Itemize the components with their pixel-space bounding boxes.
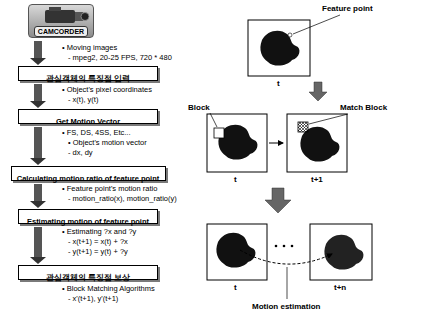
block-arrow	[309, 82, 327, 101]
block-square	[214, 128, 224, 138]
note-text: - x(t+1) = x(t) + ?x	[68, 237, 128, 246]
process-box: 관심객체의 특징점 입력	[18, 66, 158, 81]
figure-label: Motion estimation	[252, 302, 320, 312]
figure-label: t+n	[334, 283, 346, 293]
flow-arrow	[30, 84, 46, 108]
object-blob	[260, 31, 299, 66]
note-text: • Object's motion vector	[68, 138, 147, 147]
process-box: 관심객체의 특징점 보상	[18, 265, 158, 280]
leader-line	[287, 267, 288, 299]
box-text: Estimating motion of feature point	[27, 216, 149, 228]
camcorder-icon: CAMCORDER	[28, 4, 94, 38]
note-text: - x'(t+1), y'(t+1)	[68, 294, 118, 303]
figure-label: t	[234, 283, 237, 293]
note-text: - dx, dy	[68, 148, 93, 157]
process-box: Calculating motion ratio of feature poin…	[11, 166, 166, 181]
video-frame	[207, 114, 267, 172]
process-box: Get Motion Vector	[18, 109, 158, 124]
flow-arrow	[30, 227, 46, 264]
note-text: • FS, DS, 4SS, Etc...	[62, 128, 130, 137]
note-text: • Block Matching Algorithms	[62, 284, 155, 293]
ellipsis-dot	[275, 245, 278, 248]
note-text: • Feature point's motion ratio	[62, 184, 157, 193]
box-text: Calculating motion ratio of feature poin…	[17, 173, 160, 185]
note-text: • Moving images	[62, 43, 117, 52]
icon-label: CAMCORDER	[34, 26, 88, 37]
flow-arrow	[30, 184, 46, 208]
note-text: - x(t), y(t)	[68, 95, 98, 104]
box-text: 관심객체의 특징점 보상	[46, 272, 130, 284]
note-text: - mpeg2, 20-25 FPS, 720 * 480	[68, 53, 172, 62]
leader-line	[309, 114, 348, 124]
camera-drawing	[33, 7, 91, 25]
frame-arrow	[269, 143, 283, 144]
note-text: - motion_ratio(x), motion_ratio(y)	[68, 194, 177, 203]
video-frame	[287, 114, 347, 172]
ellipsis-dot	[291, 245, 294, 248]
figure-label: Feature point	[322, 4, 373, 14]
video-frame	[207, 224, 267, 280]
flow-arrow	[30, 41, 46, 65]
feature-point-dot	[288, 33, 292, 37]
ellipsis-dot	[283, 245, 286, 248]
figure-label: t	[277, 79, 280, 89]
object-blob	[324, 235, 363, 270]
figure-label: t	[234, 175, 237, 185]
object-blob	[216, 233, 255, 268]
flow-arrow	[30, 127, 46, 165]
figure-label: Match Block	[340, 103, 387, 113]
process-box: Estimating motion of feature point	[18, 209, 158, 224]
video-frame	[310, 224, 372, 280]
figure-label: Block	[188, 103, 210, 113]
leader-line	[293, 15, 340, 34]
note-text: • Estimating ?x and ?y	[62, 227, 136, 236]
block-arrow	[265, 188, 291, 213]
video-frame	[248, 20, 310, 76]
note-text: - y(t+1) = y(t) + ?y	[68, 247, 128, 256]
motion-path	[240, 250, 332, 264]
leader-line	[210, 113, 217, 127]
match-block-square	[298, 122, 308, 132]
figure-label: t+1	[311, 175, 323, 185]
box-text: 관심객체의 특징점 입력	[46, 73, 130, 85]
note-text: • Object's pixel coordinates	[62, 85, 152, 94]
box-text: Get Motion Vector	[56, 116, 120, 128]
